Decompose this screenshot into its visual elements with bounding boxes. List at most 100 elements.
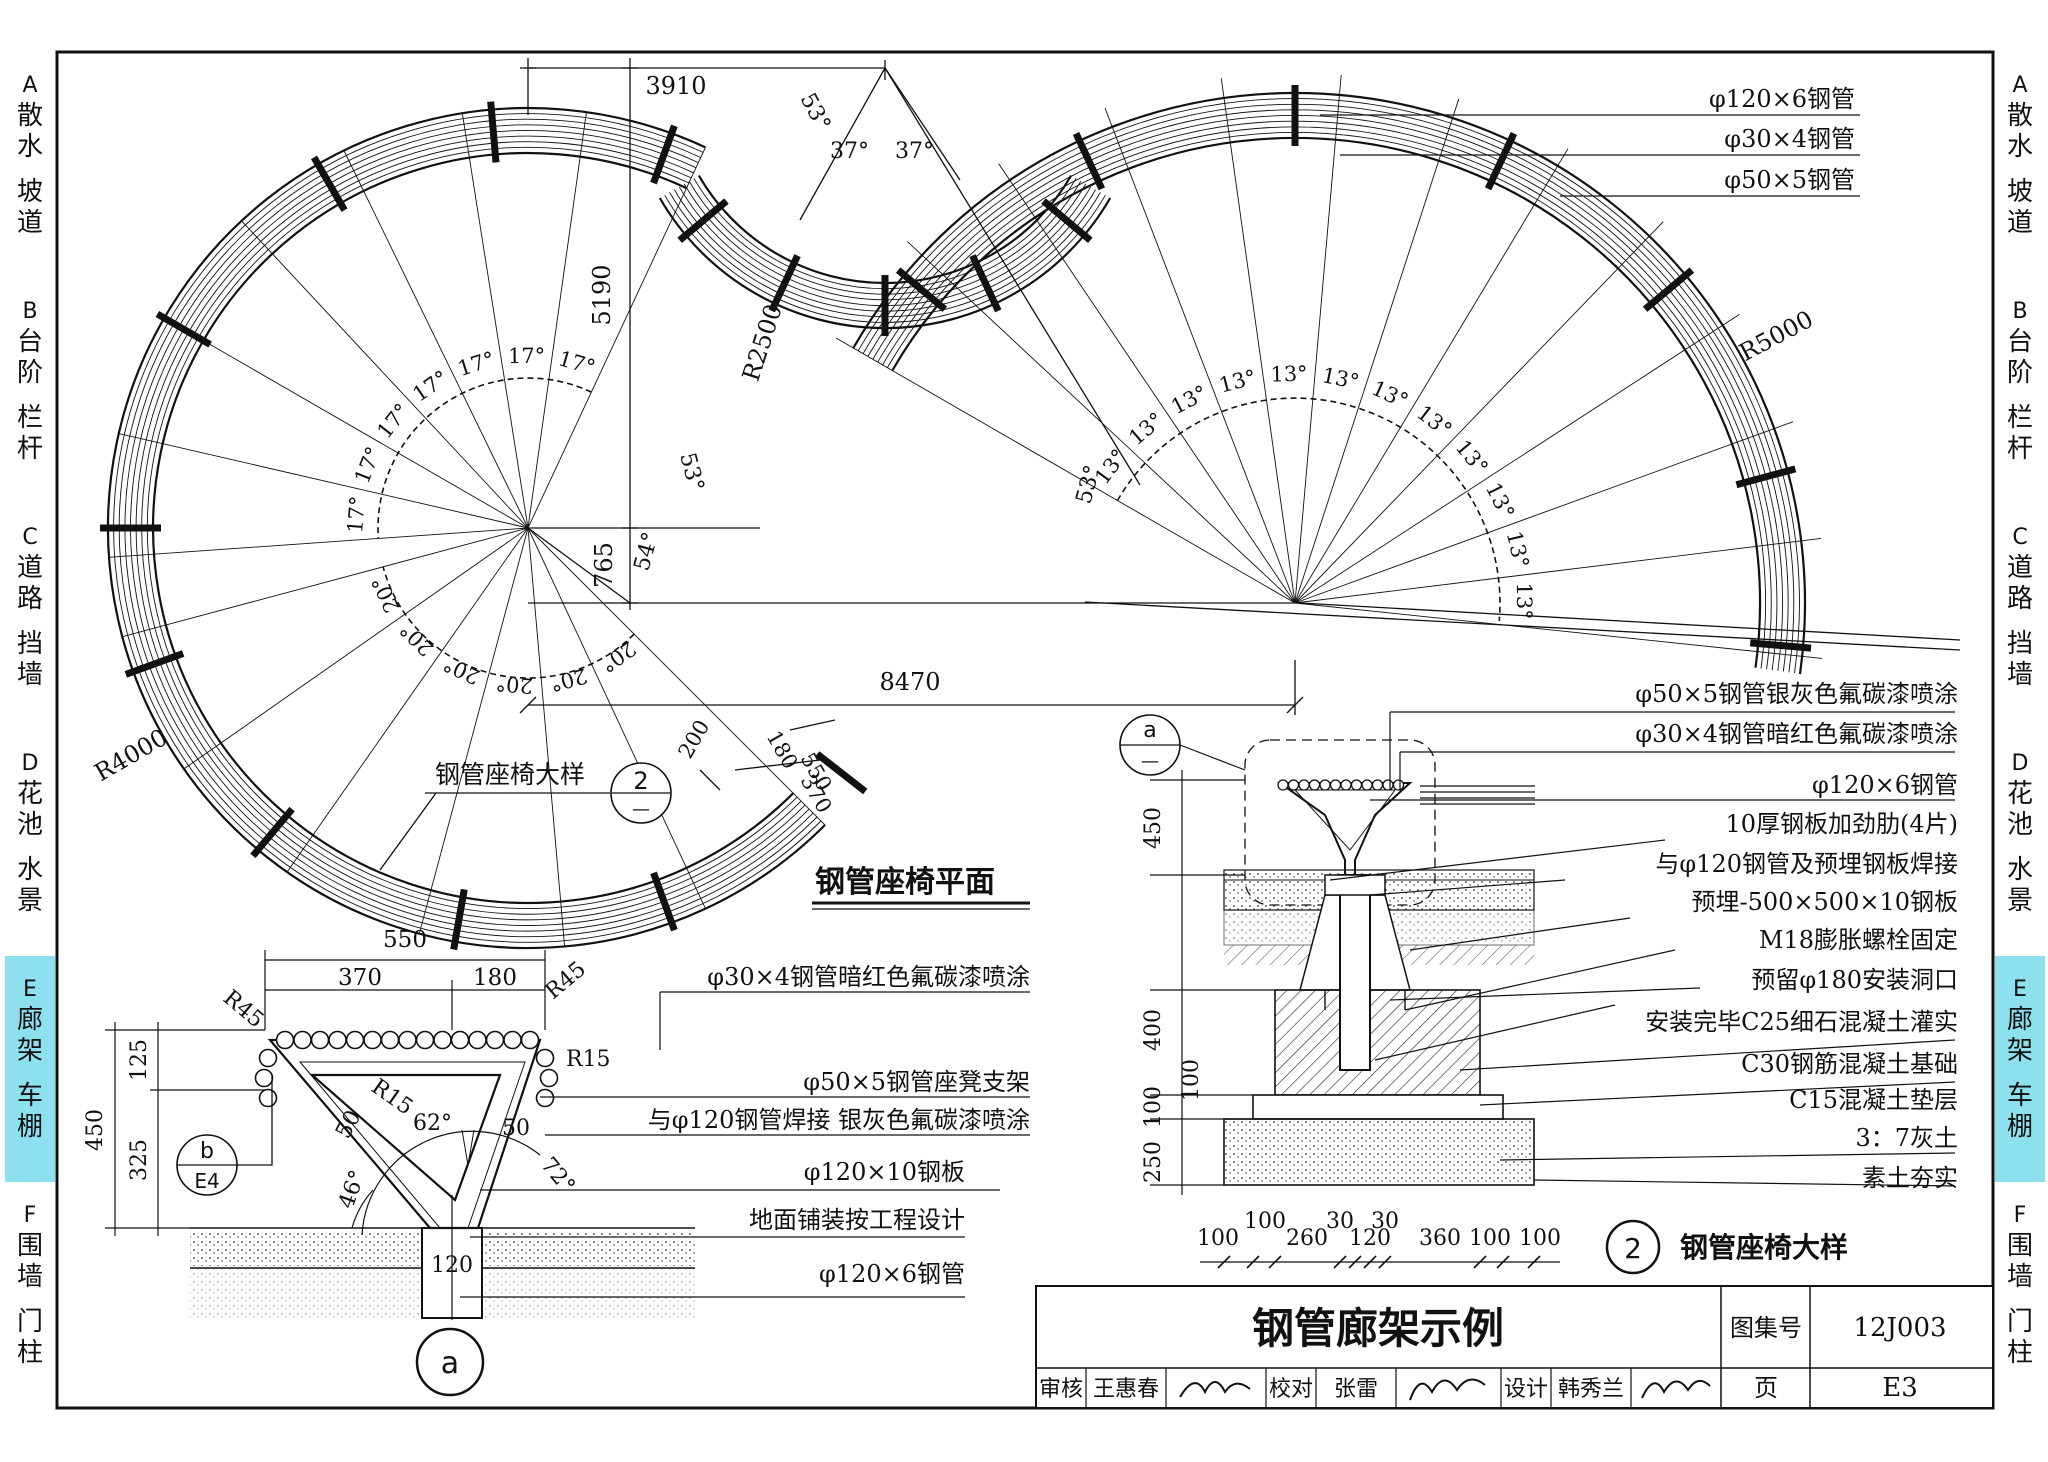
support-rib xyxy=(450,888,468,951)
ring-line xyxy=(857,98,1800,674)
radial-line xyxy=(527,527,706,909)
dashed-angle-arc xyxy=(377,377,592,539)
radial-line xyxy=(122,527,529,638)
arc-angle-label: 13° xyxy=(1320,363,1361,394)
plan-title: 钢管座椅平面 xyxy=(815,865,995,900)
radial-line xyxy=(1294,537,1822,604)
sidebar-char: 棚 xyxy=(2006,1112,2033,1142)
sidebar-letter: C xyxy=(2012,525,2028,550)
dim-a-r45-left: R45 xyxy=(218,985,268,1033)
sidebar-char: 棚 xyxy=(16,1112,43,1142)
dim-2-450: 450 xyxy=(1141,807,1166,849)
radial-line xyxy=(1294,221,1664,604)
radial-line xyxy=(461,113,529,529)
ring-line xyxy=(872,115,1783,671)
arc-angle-label: 13° xyxy=(1412,400,1456,442)
detail-a-marker-letter: a xyxy=(441,1346,459,1381)
hdim-2-3: 30 xyxy=(1326,1209,1354,1234)
sidebar-char: 车 xyxy=(2006,1081,2033,1111)
radial-line xyxy=(1104,108,1296,604)
note-2-12: 素土夯实 xyxy=(1862,1164,1958,1192)
dim-a-120: 120 xyxy=(431,1253,473,1278)
sidebar-char: 杆 xyxy=(2006,434,2033,464)
support-rib xyxy=(1484,132,1518,191)
note-a-2: 与φ120钢管焊接 银灰色氟碳漆喷涂 xyxy=(648,1106,1030,1134)
angle-53-top: 53° xyxy=(795,89,835,135)
note-2-10: C15混凝土垫层 xyxy=(1789,1086,1958,1114)
sidebar-char: 柱 xyxy=(2006,1338,2033,1368)
sidebar-char: 栏 xyxy=(16,403,43,433)
sidebar-char: 散 xyxy=(16,101,43,131)
support-rib xyxy=(768,254,801,313)
radial-line xyxy=(527,527,826,826)
detail-2-callout-letter: a xyxy=(1143,718,1156,743)
sidebar-letter: A xyxy=(2012,73,2028,98)
sidebar-char: 花 xyxy=(2006,779,2033,809)
arc-angle-label: 20° xyxy=(440,652,484,689)
section-ref-letter: b xyxy=(200,1139,214,1164)
seat-tube xyxy=(1308,779,1321,791)
detail-a-marker xyxy=(415,1327,485,1397)
sidebar-letter: F xyxy=(23,1203,37,1228)
sheet-border xyxy=(55,50,1995,1410)
note-2-8: 安装完毕C25细石混凝土灌实 xyxy=(1645,1008,1958,1036)
seat-tube xyxy=(345,1030,365,1050)
detail-ref-sheet: — xyxy=(632,799,650,820)
arc-angle-label: 13° xyxy=(1512,582,1536,619)
arc-angle-label: 20° xyxy=(367,572,404,616)
dashed-angle-arc xyxy=(382,566,635,679)
sidebar-char: 台 xyxy=(2006,327,2033,357)
radial-line xyxy=(527,527,566,947)
reviewer-name: 王惠春 xyxy=(1093,1377,1159,1402)
support-rib xyxy=(650,871,678,932)
title-block: 钢管廊架示例 图集号 12J003 页 E3 审核 王惠春 校对 张雷 设计 韩… xyxy=(1035,1285,1994,1409)
dim-3910: 3910 xyxy=(645,72,706,100)
sidebar-char: 阶 xyxy=(16,358,43,388)
dim-a-325: 325 xyxy=(127,1139,152,1181)
seat-tube xyxy=(1350,779,1363,791)
radial-line xyxy=(241,220,529,529)
note-2-3: 10厚钢板加劲肋(4片) xyxy=(1725,810,1958,838)
dim-a-370: 370 xyxy=(338,965,382,991)
sidebar-char: 墙 xyxy=(2006,1262,2033,1292)
arc-angle-label: 13° xyxy=(1217,365,1259,398)
dim-765: 765 xyxy=(590,542,618,588)
seat-tube xyxy=(1277,779,1289,791)
dim-a-450: 450 xyxy=(83,1109,108,1151)
ring-line xyxy=(113,113,822,943)
arc-angle-label: 13° xyxy=(1124,408,1168,450)
sidebar-letter: A xyxy=(22,73,38,98)
seat-tube xyxy=(1361,779,1373,791)
seat-tube xyxy=(1392,779,1405,791)
arc-angle-label: 20° xyxy=(596,636,640,677)
angle-37-right: 37° xyxy=(895,139,934,164)
seat-tube xyxy=(380,1030,400,1050)
sidebar-char: 水 xyxy=(16,132,43,162)
reviewer-signature xyxy=(1179,1381,1251,1398)
seat-tube xyxy=(485,1030,505,1050)
hdim-2-7: 100 xyxy=(1469,1226,1511,1251)
plan-dimension-lines xyxy=(519,58,1961,791)
radial-line xyxy=(108,527,529,558)
angle-54: 54° xyxy=(630,529,664,573)
detail-ref-num: 2 xyxy=(633,767,648,795)
hdim-2-0: 100 xyxy=(1197,1226,1239,1251)
sidebar-char: 阶 xyxy=(2006,358,2033,388)
checker-signature xyxy=(1409,1378,1486,1401)
sidebar-char: 车 xyxy=(16,1081,43,1111)
support-rib xyxy=(1642,267,1695,312)
sidebar-char: 水 xyxy=(16,855,43,885)
sidebar-char: 围 xyxy=(2006,1231,2033,1261)
